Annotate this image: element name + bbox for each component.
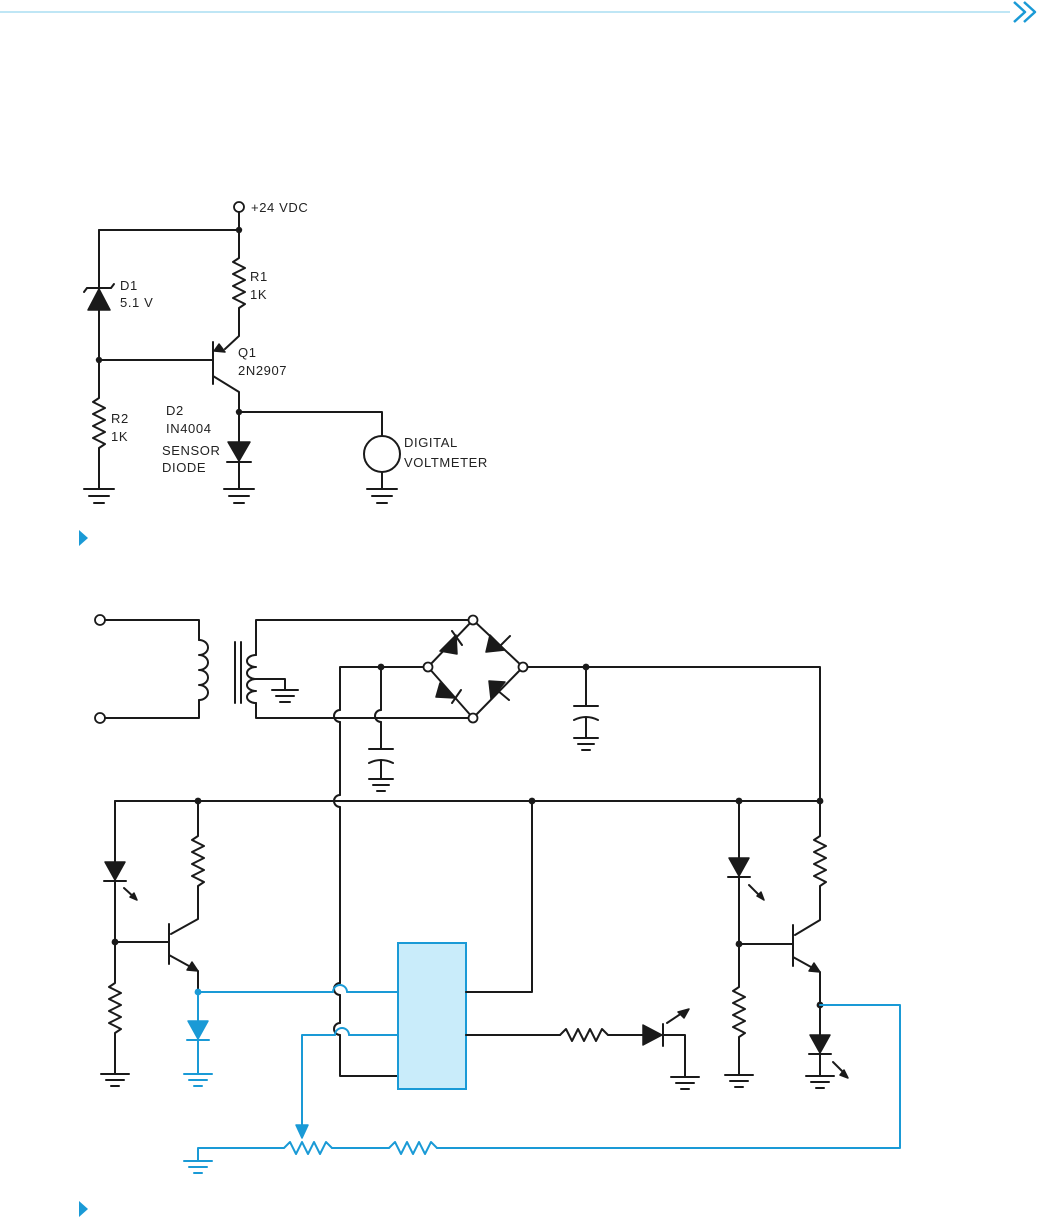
supply-terminal — [234, 202, 244, 212]
resistor-left-top — [171, 801, 204, 934]
d1-name: D1 — [120, 278, 138, 293]
led-right-output — [806, 1005, 848, 1088]
sensor-diode-d2 — [227, 412, 251, 488]
ground-icon — [224, 489, 254, 503]
ac-input-terminal — [95, 713, 105, 723]
zener-diode-d1 — [84, 230, 114, 360]
double-chevron-right-icon — [1014, 2, 1035, 22]
d1-value: 5.1 V — [120, 295, 153, 310]
sensor-diode-blue — [184, 992, 212, 1086]
led-left-stage — [104, 801, 137, 942]
resistor-r1 — [225, 230, 245, 349]
output-led — [643, 1009, 699, 1089]
r1-name: R1 — [250, 269, 268, 284]
r2-value: 1K — [111, 429, 128, 444]
transistor-q1 — [99, 342, 239, 412]
supply-label: +24 VDC — [251, 200, 308, 215]
r1-value: 1K — [250, 287, 267, 302]
triangle-marker-icon — [79, 530, 88, 546]
resistor-r2 — [93, 360, 105, 488]
bridge-rectifier — [424, 616, 528, 723]
potentiometer-blue — [184, 1142, 332, 1173]
ac-input-terminal — [95, 615, 105, 625]
digital-voltmeter — [364, 436, 400, 489]
figure-1-schematic: +24 VDC D1 5.1 V R1 1K Q1 2N2907 — [84, 200, 488, 503]
ic-block — [398, 943, 466, 1089]
meter-label-line1: DIGITAL — [404, 435, 458, 450]
transistor-right — [793, 925, 820, 1005]
resistor-right-top — [795, 801, 826, 935]
resistor-left-bottom — [101, 942, 129, 1086]
resistor-blue-fixed — [332, 1142, 437, 1154]
ground-icon — [367, 489, 397, 503]
q1-name: Q1 — [238, 345, 257, 360]
led-right-stage — [728, 801, 764, 944]
output-resistor — [560, 1029, 643, 1041]
filter-capacitor-small — [369, 667, 393, 791]
r2-name: R2 — [111, 411, 129, 426]
d2-role-line1: SENSOR — [162, 443, 221, 458]
resistor-right-bottom — [725, 944, 753, 1087]
transistor-left — [169, 924, 198, 992]
d2-name: D2 — [166, 403, 184, 418]
d2-part: IN4004 — [166, 421, 212, 436]
d2-role-line2: DIODE — [162, 460, 206, 475]
triangle-marker-icon — [79, 1201, 88, 1217]
filter-capacitor-main — [574, 667, 598, 750]
ground-icon — [84, 489, 114, 503]
transformer — [105, 620, 473, 718]
q1-part: 2N2907 — [238, 363, 287, 378]
meter-label-line2: VOLTMETER — [404, 455, 488, 470]
figure-2-schematic — [95, 615, 900, 1173]
